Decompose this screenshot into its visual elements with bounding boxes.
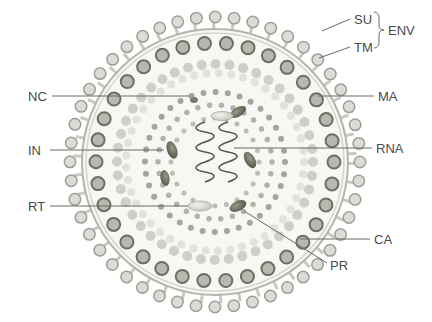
membrane-inner <box>86 33 344 291</box>
part-label: IN <box>28 143 41 158</box>
part-label: ENV <box>388 23 415 38</box>
rna-helix <box>219 122 237 182</box>
leader-line <box>244 211 327 263</box>
part-label: RT <box>28 199 45 214</box>
in-oval <box>164 140 180 160</box>
leader-line <box>52 96 190 97</box>
rt-oval <box>188 201 212 211</box>
core-dots-inner <box>171 118 259 206</box>
ca-ring <box>117 64 313 260</box>
part-label: NC <box>28 89 47 104</box>
leader-line <box>300 239 370 240</box>
part-label: PR <box>330 258 348 273</box>
part-label: MA <box>378 89 398 104</box>
nc-dot <box>190 97 198 103</box>
tm-stalks <box>78 25 352 299</box>
part-label: TM <box>354 40 373 55</box>
enzyme-oval <box>241 150 259 171</box>
core-dots-outer <box>145 92 285 232</box>
membrane <box>82 29 348 295</box>
su-spikes <box>70 17 360 307</box>
leader-line <box>50 150 164 151</box>
leader-line <box>50 206 188 207</box>
part-label: RNA <box>376 141 403 156</box>
rna-helix <box>196 122 214 182</box>
su-spikes-outline <box>70 17 360 307</box>
enzyme-oval <box>159 169 171 186</box>
rt-oval <box>211 112 233 121</box>
part-label: CA <box>374 232 392 247</box>
core-dots-mid <box>158 105 272 219</box>
ca-ring-inner <box>126 73 304 251</box>
leader-line <box>322 19 350 31</box>
ma-ring-outline <box>96 43 334 281</box>
leader-line <box>319 47 350 58</box>
leader-line <box>234 148 372 149</box>
leader-line <box>318 96 374 97</box>
env-bracket <box>374 12 384 48</box>
ma-ring <box>96 43 334 281</box>
part-label: SU <box>354 12 372 27</box>
